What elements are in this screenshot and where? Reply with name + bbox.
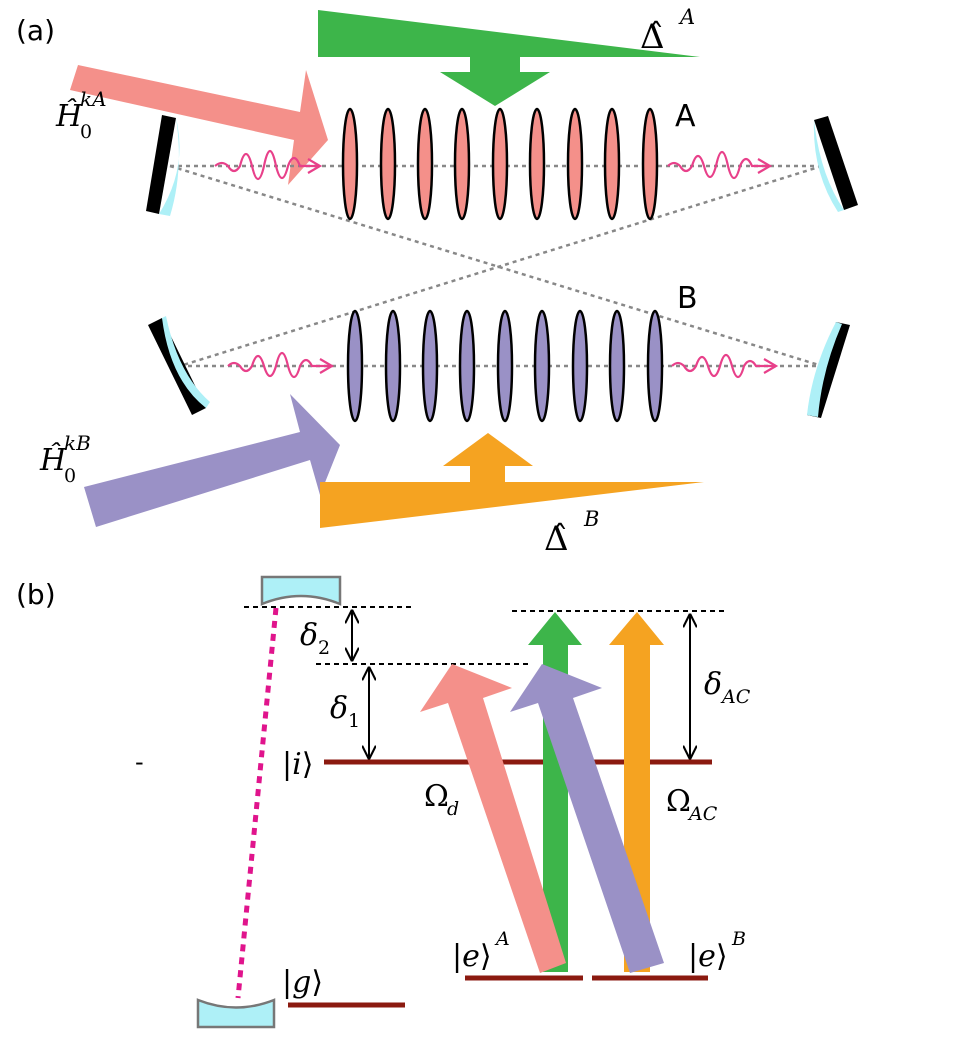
cavity-mirror-upper — [260, 575, 342, 606]
delta-ac-label: δ AC — [704, 667, 751, 708]
ket-e-b-label: |e⟩ B — [688, 928, 746, 974]
mirror-bottom-right — [807, 322, 850, 418]
svg-text:0: 0 — [80, 121, 92, 143]
mirror-bottom-left — [148, 316, 210, 415]
purple-transition-arrow — [510, 664, 664, 973]
ensemble-b-atoms — [346, 309, 664, 423]
ket-g-label: |g⟩ — [282, 965, 323, 1000]
ensemble-a-atoms — [341, 107, 659, 221]
omega-ac-label: Ω AC — [666, 784, 718, 825]
svg-text:Ω: Ω — [424, 779, 449, 814]
delta-1-label: δ 1 — [330, 691, 360, 732]
h0-a-drive-arrow — [70, 65, 328, 185]
h0-a-label: Ĥ 0 kA — [55, 87, 107, 143]
delta-2-label: δ 2 — [300, 618, 330, 659]
photon-wave-a-out — [667, 150, 773, 180]
svg-text:|e⟩: |e⟩ — [452, 939, 492, 974]
svg-text:Ĥ: Ĥ — [39, 442, 67, 478]
svg-text:|i⟩: |i⟩ — [282, 747, 313, 782]
mirror-top-right — [813, 116, 858, 212]
svg-text:|g⟩: |g⟩ — [282, 965, 323, 1000]
svg-text:|e⟩: |e⟩ — [688, 939, 728, 974]
svg-text:Δ̂: Δ̂ — [640, 17, 665, 57]
svg-text:B: B — [583, 507, 599, 531]
orange-transition-arrow — [609, 612, 664, 972]
svg-text:d: d — [447, 798, 459, 820]
svg-text:δ: δ — [704, 667, 722, 702]
delta-a-field-arrow — [318, 10, 700, 106]
svg-text:Δ̂: Δ̂ — [544, 519, 569, 559]
svg-text:kA: kA — [80, 87, 107, 111]
svg-text:1: 1 — [348, 710, 360, 732]
ket-i-label: |i⟩ — [282, 747, 313, 782]
h0-b-drive-arrow — [84, 394, 340, 527]
svg-text:A: A — [494, 928, 510, 950]
svg-text:B: B — [731, 928, 746, 950]
svg-text:kB: kB — [64, 431, 91, 455]
delta-b-label: Δ̂ B — [544, 507, 599, 559]
h0-b-label: Ĥ 0 kB — [39, 431, 91, 487]
delta-b-field-arrow — [320, 433, 704, 528]
svg-text:δ: δ — [330, 691, 348, 726]
mirror-top-left — [146, 115, 180, 216]
svg-text:AC: AC — [720, 686, 751, 708]
omega-d-drive-arrow — [420, 664, 566, 973]
green-transition-arrow — [528, 612, 582, 972]
photon-wave-b-out — [671, 353, 779, 379]
ket-e-a-label: |e⟩ A — [452, 928, 510, 974]
cavity-mode-line — [235, 607, 279, 999]
panel-a-label: (a) — [16, 14, 55, 47]
svg-text:2: 2 — [318, 637, 330, 659]
omega-d-label: Ω d — [424, 779, 459, 820]
stray-mark: - — [135, 748, 144, 776]
svg-text:A: A — [678, 5, 695, 29]
photon-wave-a-in — [214, 149, 323, 181]
virtual-levels — [244, 606, 726, 665]
svg-text:Ω: Ω — [666, 784, 691, 819]
detuning-arrows — [352, 611, 690, 758]
cavity-mirror-lower — [196, 998, 276, 1029]
svg-text:δ: δ — [300, 618, 318, 653]
svg-text:AC: AC — [687, 803, 718, 825]
svg-text:Ĥ: Ĥ — [55, 98, 83, 134]
panel-b-label: (b) — [16, 578, 56, 611]
delta-a-label: Δ̂ A — [640, 5, 695, 57]
photon-wave-b-in — [227, 351, 335, 379]
ensemble-a-label: A — [675, 99, 696, 134]
ensemble-b-label: B — [677, 281, 698, 316]
svg-text:0: 0 — [64, 465, 76, 487]
